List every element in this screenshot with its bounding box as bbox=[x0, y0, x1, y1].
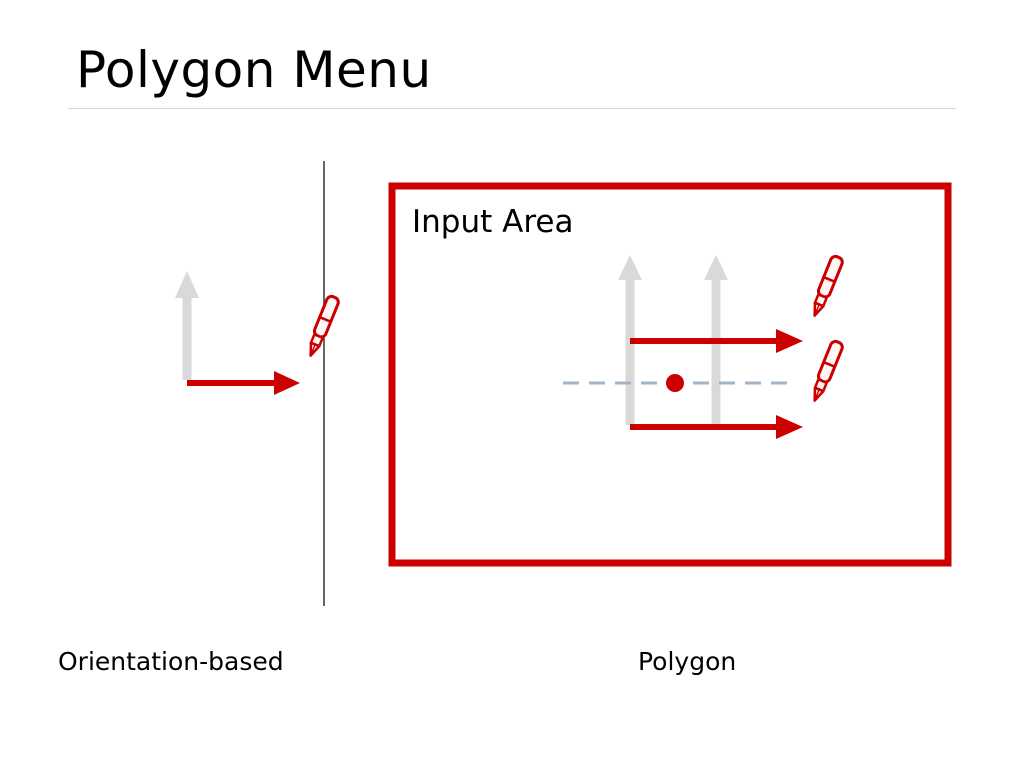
polygon-diagram bbox=[388, 182, 952, 567]
orientation-diagram bbox=[175, 161, 342, 606]
polygon-caption: Polygon bbox=[638, 647, 737, 676]
red-right-arrow bbox=[630, 415, 803, 439]
gray-up-arrow bbox=[618, 255, 642, 425]
input-area-label: Input Area bbox=[412, 204, 574, 240]
input-area-box bbox=[388, 182, 952, 567]
pen-icon bbox=[807, 338, 846, 405]
red-right-arrow bbox=[187, 371, 300, 395]
pen-icon bbox=[303, 293, 342, 360]
center-point bbox=[666, 374, 684, 392]
red-right-arrow bbox=[630, 329, 803, 353]
pen-icon bbox=[807, 253, 846, 320]
gray-up-arrow bbox=[704, 255, 728, 425]
orientation-caption: Orientation-based bbox=[58, 647, 284, 676]
title-divider bbox=[68, 108, 956, 109]
slide-title: Polygon Menu bbox=[76, 41, 432, 99]
gray-up-arrow bbox=[175, 271, 199, 380]
